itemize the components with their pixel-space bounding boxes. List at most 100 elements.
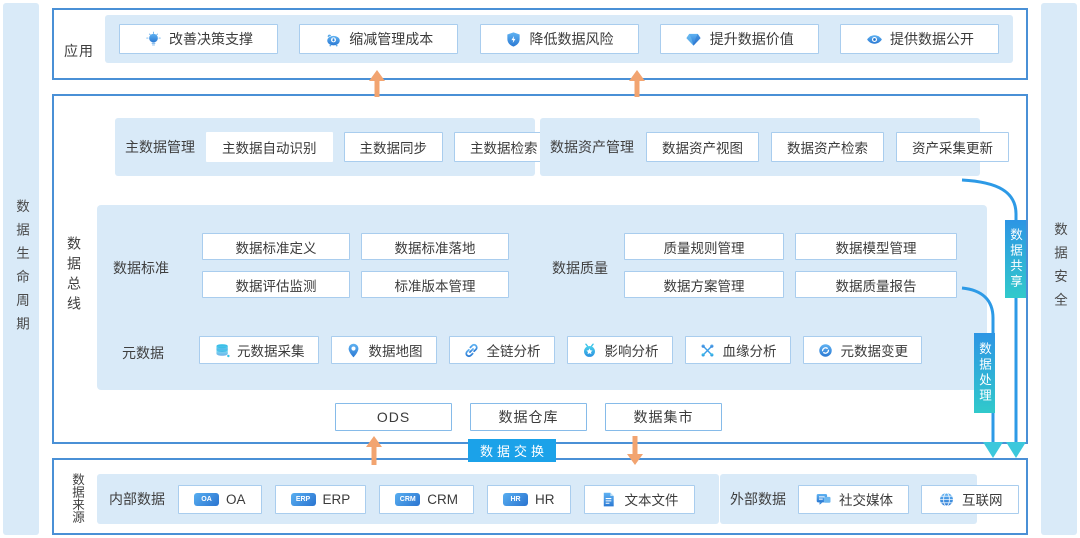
- item-button[interactable]: 数据地图: [330, 336, 437, 364]
- link-icon: [463, 341, 481, 359]
- item-label: 资产采集更新: [912, 141, 993, 156]
- eye-icon: [865, 30, 883, 48]
- item-label: 社交媒体: [839, 493, 893, 508]
- item-button[interactable]: 数据资产视图: [646, 132, 759, 162]
- erp-icon: ERP: [290, 492, 316, 506]
- data-asset-label: 数据资产管理: [550, 139, 634, 155]
- data-share-badge: 数据共享: [1005, 220, 1026, 298]
- data-bus-layer-label: 数据总线: [66, 236, 82, 316]
- application-panel: 改善决策支撑缩减管理成本 降低数据风险 提升数据价值 提供数据公开: [105, 15, 1013, 63]
- item-button[interactable]: 元数据变更: [802, 336, 922, 364]
- item-label: ODS: [376, 409, 411, 425]
- item-button[interactable]: 数据标准定义: [202, 233, 350, 260]
- item-label: CRM: [427, 491, 459, 507]
- external-data-panel: 外部数据 社交媒体 互联网: [720, 474, 1019, 524]
- master-data-panel: 主数据管理 主数据自动识别主数据同步主数据检索: [115, 118, 554, 176]
- item-label: 文本文件: [624, 493, 679, 508]
- item-label: 元数据采集: [237, 344, 305, 359]
- item-label: 降低数据风险: [529, 31, 614, 47]
- impact-icon: [581, 341, 599, 359]
- application-layer-box: 应用 改善决策支撑缩减管理成本降低数据风险提升数据价值提供数据公开: [52, 8, 1028, 80]
- data-lifecycle-label: 数据生命周期: [14, 198, 29, 340]
- item-label: 影响分析: [604, 344, 659, 359]
- item-label: 提升数据价值: [709, 31, 794, 47]
- database-icon: [213, 341, 231, 359]
- diamond-icon: [685, 30, 703, 48]
- item-button[interactable]: 数据标准落地: [361, 233, 509, 260]
- item-button[interactable]: 数据资产检索: [771, 132, 884, 162]
- item-label: HR: [535, 491, 555, 507]
- shield-icon: [505, 30, 523, 48]
- item-label: 数据方案管理: [663, 278, 745, 294]
- item-button[interactable]: 主数据同步: [343, 132, 443, 162]
- item-button[interactable]: 缩减管理成本: [299, 24, 459, 54]
- item-button[interactable]: 数据模型管理: [795, 233, 957, 260]
- item-button[interactable]: 资产采集更新: [896, 132, 1009, 162]
- item-label: 数据模型管理: [835, 240, 917, 256]
- share-down-arrow-icon: [1006, 442, 1026, 458]
- item-label: 数据仓库: [498, 409, 559, 425]
- globe-icon: [937, 490, 955, 508]
- item-button[interactable]: 互联网: [921, 484, 1019, 514]
- data-exchange-badge: 数据交换: [468, 439, 556, 462]
- master-data-items: 主数据自动识别 主数据同步 主数据检索: [206, 132, 554, 162]
- item-label: 元数据变更: [840, 344, 909, 359]
- item-label: 数据集市: [633, 409, 694, 425]
- item-label: 数据资产视图: [662, 141, 743, 156]
- meta-change-icon: [817, 341, 835, 359]
- item-label: 数据资产检索: [787, 141, 868, 156]
- item-button[interactable]: 降低数据风险: [479, 24, 639, 54]
- item-button[interactable]: CRM CRM: [379, 484, 475, 514]
- item-button[interactable]: 元数据采集: [199, 336, 319, 364]
- item-button[interactable]: ODS: [335, 403, 452, 431]
- item-button[interactable]: 主数据检索: [454, 132, 554, 162]
- item-button[interactable]: 主数据自动识别: [206, 132, 333, 162]
- item-button[interactable]: 数据评估监测: [202, 271, 350, 298]
- metadata-row: 元数据采集 数据地图 全链分析 影响分析 血缘分析 元数据变更: [199, 336, 922, 364]
- external-data-label: 外部数据: [730, 491, 786, 507]
- item-label: 数据质量报告: [835, 278, 917, 294]
- item-label: 数据地图: [368, 344, 423, 359]
- item-button[interactable]: 全链分析: [448, 336, 555, 364]
- storage-row: ODS 数据仓库 数据集市: [335, 403, 722, 431]
- item-button[interactable]: 数据仓库: [470, 403, 587, 431]
- item-button[interactable]: 社交媒体: [798, 484, 909, 514]
- item-button[interactable]: 提升数据价值: [659, 24, 819, 54]
- text-file-icon: [600, 490, 618, 508]
- data-security-rail: 数据安全: [1041, 3, 1077, 535]
- item-button[interactable]: 血缘分析: [684, 336, 791, 364]
- crm-icon: CRM: [395, 492, 421, 506]
- item-button[interactable]: 质量规则管理: [624, 233, 784, 260]
- item-button[interactable]: 数据集市: [605, 403, 722, 431]
- process-down-arrow-icon: [983, 442, 1003, 458]
- item-label: 互联网: [962, 493, 1003, 508]
- item-button[interactable]: 改善决策支撑: [119, 24, 278, 54]
- item-button[interactable]: 数据质量报告: [795, 271, 957, 298]
- data-standard-label: 数据标准: [113, 260, 169, 276]
- data-quality-label: 数据质量: [552, 260, 608, 276]
- bulb-icon: [144, 30, 162, 48]
- lineage-icon: [699, 341, 717, 359]
- item-label: 标准版本管理: [394, 278, 476, 294]
- item-label: 血缘分析: [722, 344, 777, 359]
- item-label: 数据标准落地: [394, 240, 476, 256]
- item-label: 主数据检索: [470, 141, 538, 156]
- oa-icon: OA: [194, 492, 219, 506]
- item-button[interactable]: 文本文件: [583, 484, 695, 514]
- item-label: 主数据同步: [359, 141, 428, 156]
- item-button[interactable]: 数据方案管理: [624, 271, 784, 298]
- item-button[interactable]: 提供数据公开: [840, 24, 999, 54]
- data-standard-grid: 数据标准定义 数据标准落地数据评估监测 标准版本管理: [202, 233, 509, 298]
- data-asset-items: 数据资产视图 数据资产检索 资产采集更新: [646, 132, 1009, 162]
- internal-data-label: 内部数据: [109, 491, 165, 507]
- item-button[interactable]: 影响分析: [566, 336, 673, 364]
- data-source-layer-label: 数据来源: [70, 473, 84, 523]
- governance-panel: 数据标准 数据标准定义 数据标准落地数据评估监测 标准版本管理 数据质量 质量规则管…: [97, 205, 987, 390]
- item-button[interactable]: 标准版本管理: [361, 271, 509, 298]
